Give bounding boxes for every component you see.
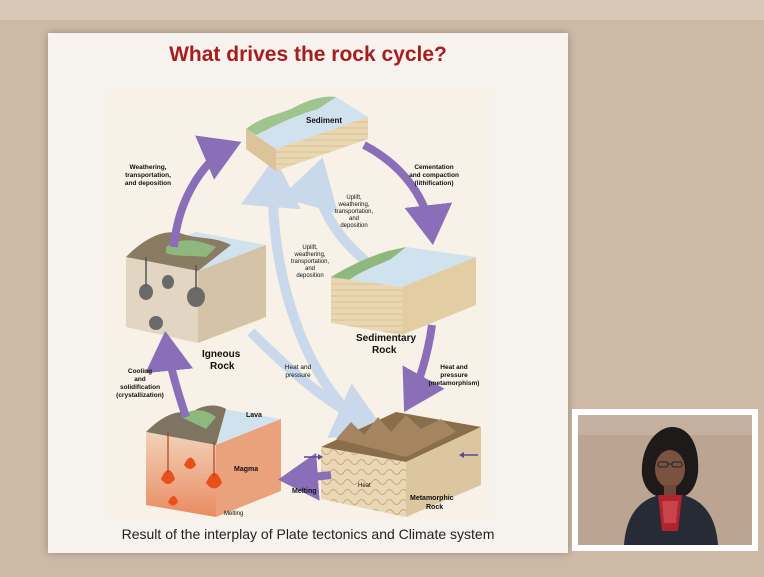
weathering-line-2: transportation, <box>125 172 171 179</box>
weathering-label: Weathering, transportation, and depositi… <box>125 164 171 187</box>
uplift-1-line-3: transportation, <box>335 209 374 215</box>
magma-label: Magma <box>234 466 258 473</box>
slide-title: What drives the rock cycle? <box>48 43 568 67</box>
igneous-rock-label-1: Igneous <box>202 349 241 360</box>
cooling-line-2: and <box>134 376 146 383</box>
heat-pressure-arrow <box>251 332 376 427</box>
weathering-line-3: and deposition <box>125 180 171 187</box>
melting-label: Melting <box>292 488 317 495</box>
cooling-line-1: Cooling <box>128 368 152 375</box>
cooling-arrow <box>166 339 186 417</box>
webcam-overlay <box>572 409 758 551</box>
cooling-line-3: solidification <box>120 384 160 391</box>
uplift-1-line-4: and <box>349 216 359 222</box>
metamorphic-rock-label-2: Rock <box>426 504 443 511</box>
heat-pressure-meta-label: Heat and pressure (metamorphism) <box>429 364 480 387</box>
cementation-line-2: and compaction <box>409 172 459 179</box>
heat-pressure-label: Heat and pressure <box>285 364 312 379</box>
meta-line-2: pressure <box>440 372 468 379</box>
uplift-arrow-1 <box>318 167 368 263</box>
sediment-label: Sediment <box>306 116 342 125</box>
metamorphic-rock-label-1: Metamorphic <box>410 495 454 502</box>
heat-pressure-line-2: pressure <box>285 372 311 379</box>
meta-line-3: (metamorphism) <box>429 380 480 387</box>
magma-block <box>146 406 281 517</box>
presenter-video <box>578 415 752 545</box>
slide-caption: Result of the interplay of Plate tectoni… <box>48 526 568 542</box>
uplift-2-line-4: and <box>305 266 315 272</box>
sedimentary-rock-label-2: Rock <box>372 345 397 356</box>
uplift-2-line-5: deposition <box>296 273 323 279</box>
melting-inner-label: Melting <box>224 511 243 517</box>
uplift-2-line-2: weathering, <box>293 252 325 258</box>
melting-arrow <box>286 475 331 479</box>
cementation-line-1: Cementation <box>414 164 453 171</box>
uplift-label-1: Uplift, weathering, transportation, and … <box>335 195 374 229</box>
weathering-arrow <box>174 145 234 247</box>
uplift-1-line-2: weathering, <box>337 202 369 208</box>
sedimentary-rock-label-1: Sedimentary <box>356 333 416 344</box>
uplift-1-line-1: Uplift, <box>346 195 362 201</box>
sediment-block <box>246 97 368 171</box>
igneous-rock-label-2: Rock <box>210 361 235 372</box>
metamorphic-block <box>321 412 481 517</box>
weathering-line-1: Weathering, <box>129 164 166 171</box>
uplift-label-2: Uplift, weathering, transportation, and … <box>291 245 330 279</box>
cementation-label: Cementation and compaction (lithificatio… <box>409 164 459 187</box>
cooling-label: Cooling and solidification (crystallizat… <box>116 368 164 399</box>
uplift-2-line-3: transportation, <box>291 259 330 265</box>
heat-pressure-line-1: Heat and <box>285 364 312 371</box>
meta-line-1: Heat and <box>440 364 467 371</box>
igneous-block <box>126 232 266 343</box>
sedimentary-block <box>331 247 476 335</box>
heat-inner-label: Heat <box>358 483 371 489</box>
cementation-line-3: (lithification) <box>415 180 454 187</box>
cementation-arrow <box>364 145 432 237</box>
uplift-2-line-1: Uplift, <box>302 245 318 251</box>
rock-cycle-diagram: Sediment <box>106 87 491 519</box>
presentation-slide: What drives the rock cycle? <box>48 33 568 553</box>
uplift-1-line-5: deposition <box>340 223 367 229</box>
cooling-line-4: (crystallization) <box>116 392 164 399</box>
lava-label: Lava <box>246 412 262 419</box>
background-strip <box>0 0 764 20</box>
